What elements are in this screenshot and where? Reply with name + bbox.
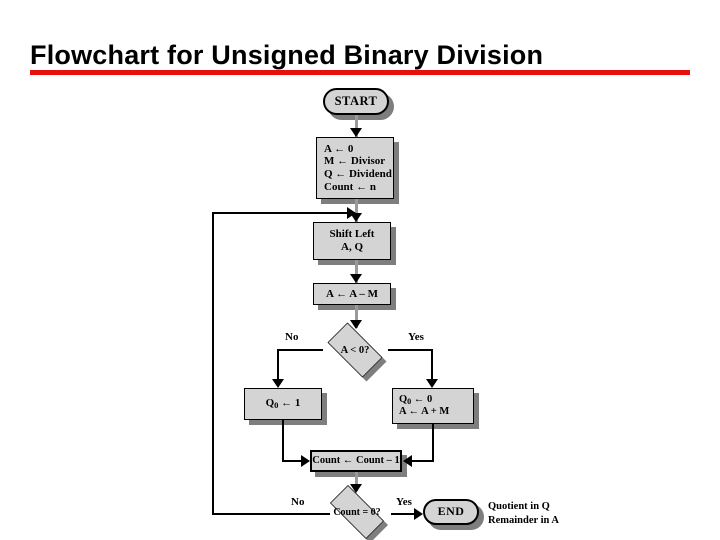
edge-shift-subtract-arrowhead bbox=[350, 274, 362, 283]
init-node-line-4: Count ← n bbox=[324, 180, 376, 193]
edge-negative-yes-horizontal bbox=[388, 349, 433, 351]
edge-subtract-test-arrowhead bbox=[350, 320, 362, 329]
end-node[interactable]: END bbox=[423, 499, 479, 525]
subtract-node[interactable]: A ← A – M bbox=[313, 283, 391, 305]
result-annotation-line-1: Quotient in Q bbox=[488, 501, 550, 512]
init-node-line-1: A ← 0 bbox=[324, 142, 354, 155]
init-node[interactable]: A ← 0 M ← Divisor Q ← Dividend Count ← n bbox=[316, 137, 394, 199]
shift-node-line-1: Shift Left bbox=[329, 228, 375, 241]
edge-restore-decrement-arrowhead bbox=[403, 455, 412, 467]
test-negative-label: A < 0? bbox=[340, 344, 370, 356]
edge-restore-decrement-vertical bbox=[432, 424, 434, 462]
loop-return-arrowhead bbox=[347, 207, 356, 219]
edge-count-yes-arrowhead bbox=[414, 508, 423, 520]
init-node-line-3: Q ← Dividend bbox=[324, 168, 392, 180]
restore-node-subscript: 0 bbox=[407, 396, 412, 406]
test-negative-node[interactable]: A < 0? bbox=[320, 322, 390, 378]
edge-init-shift-arrowhead bbox=[350, 213, 362, 222]
result-annotation: Quotient in Q Remainder in A bbox=[488, 500, 559, 528]
edge-decrement-testcount-arrowhead bbox=[350, 484, 362, 493]
start-node-label: START bbox=[334, 94, 378, 109]
edge-decrement-testcount-pipe bbox=[355, 472, 358, 491]
edge-negative-no-vertical bbox=[277, 349, 279, 385]
edge-init-shift-pipe bbox=[355, 199, 358, 223]
title-underline-rule bbox=[30, 70, 690, 75]
loop-return-top-horizontal bbox=[212, 212, 355, 214]
restore-node[interactable]: Q0 ← 0 A ← A + M bbox=[392, 388, 474, 424]
test-count-label: Count = 0? bbox=[333, 506, 381, 518]
edge-restore-decrement-horizontal bbox=[410, 460, 434, 462]
edge-negative-yes-vertical bbox=[431, 349, 433, 385]
edge-negative-no-horizontal bbox=[277, 349, 323, 351]
edge-q0one-decrement-vertical bbox=[282, 420, 284, 462]
end-node-label: END bbox=[437, 504, 465, 519]
edge-count-yes-horizontal bbox=[391, 513, 420, 515]
edge-q0one-decrement-arrowhead bbox=[301, 455, 310, 467]
edge-start-init-pipe bbox=[355, 115, 358, 137]
restore-node-line-2: A ← A + M bbox=[399, 406, 450, 418]
restore-node-line-1: Q0 ← 0 bbox=[399, 393, 433, 406]
edge-negative-yes-arrowhead bbox=[426, 379, 438, 388]
subtract-node-label: A ← A – M bbox=[326, 287, 378, 300]
set-q0-one-subscript: 0 bbox=[274, 399, 279, 410]
branch-label-negative-no: No bbox=[285, 331, 299, 343]
loop-return-bottom-horizontal bbox=[212, 513, 330, 515]
shift-node-line-2: A, Q bbox=[341, 241, 363, 253]
result-annotation-line-2: Remainder in A bbox=[488, 515, 559, 527]
branch-label-count-yes: Yes bbox=[396, 496, 412, 508]
branch-label-negative-yes: Yes bbox=[408, 331, 424, 343]
start-node[interactable]: START bbox=[323, 88, 389, 115]
page-title: Flowchart for Unsigned Binary Division bbox=[30, 40, 544, 70]
edge-subtract-test-pipe bbox=[355, 305, 358, 328]
edge-negative-no-arrowhead bbox=[272, 379, 284, 388]
edge-q0one-decrement-horizontal bbox=[282, 460, 308, 462]
shift-node[interactable]: Shift Left A, Q bbox=[313, 222, 391, 260]
set-q0-one-label: Q0 ← 1 bbox=[265, 397, 301, 410]
edge-start-init-arrowhead bbox=[350, 128, 362, 137]
loop-return-vertical bbox=[212, 212, 214, 515]
init-node-line-2: M ← Divisor bbox=[324, 155, 386, 168]
decrement-node[interactable]: Count ← Count – 1 bbox=[310, 450, 402, 472]
decrement-node-label: Count ← Count – 1 bbox=[312, 454, 400, 466]
branch-label-count-no: No bbox=[291, 496, 305, 508]
set-q0-one-node[interactable]: Q0 ← 1 bbox=[244, 388, 322, 420]
edge-shift-subtract-pipe bbox=[355, 260, 358, 284]
test-count-node[interactable]: Count = 0? bbox=[321, 485, 393, 539]
